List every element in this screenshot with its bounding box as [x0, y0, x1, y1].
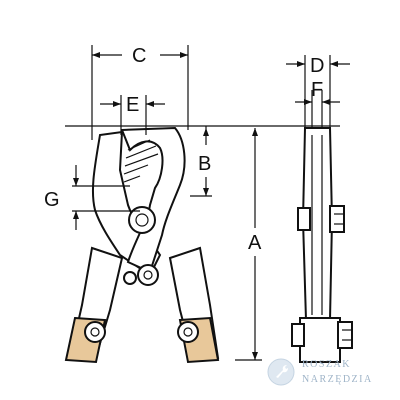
dimension-label-c: C: [132, 45, 146, 67]
dimension-label-b: B: [198, 153, 211, 175]
wrench-badge-icon: [267, 358, 295, 386]
dimension-label-g: G: [44, 189, 60, 211]
watermark-line-1: ROSZAK: [302, 359, 352, 370]
cutter-front-view: [64, 126, 220, 364]
dimension-label-f: F: [311, 79, 323, 101]
side-bolt-lower: [291, 321, 353, 349]
dimension-label-d: D: [310, 55, 324, 77]
right-grip-bolt: [177, 321, 199, 343]
dimension-lines: [65, 45, 350, 361]
watermark: ROSZAK NARZĘDZIA: [266, 355, 396, 391]
jaw-hatching: [123, 139, 159, 183]
right-jaw: [120, 126, 186, 274]
cutter-side-view: [291, 127, 353, 363]
side-bolt-upper: [297, 205, 345, 233]
watermark-line-2: NARZĘDZIA: [302, 374, 373, 385]
jaw-pivot-bolt: [128, 206, 156, 234]
side-handle: [299, 317, 341, 363]
watermark-text: ROSZAK NARZĘDZIA: [302, 357, 373, 387]
dimension-label-e: E: [126, 94, 139, 116]
dimension-label-a: A: [248, 232, 262, 254]
left-grip-bolt: [84, 321, 106, 343]
center-pivot-bolt: [123, 264, 159, 286]
